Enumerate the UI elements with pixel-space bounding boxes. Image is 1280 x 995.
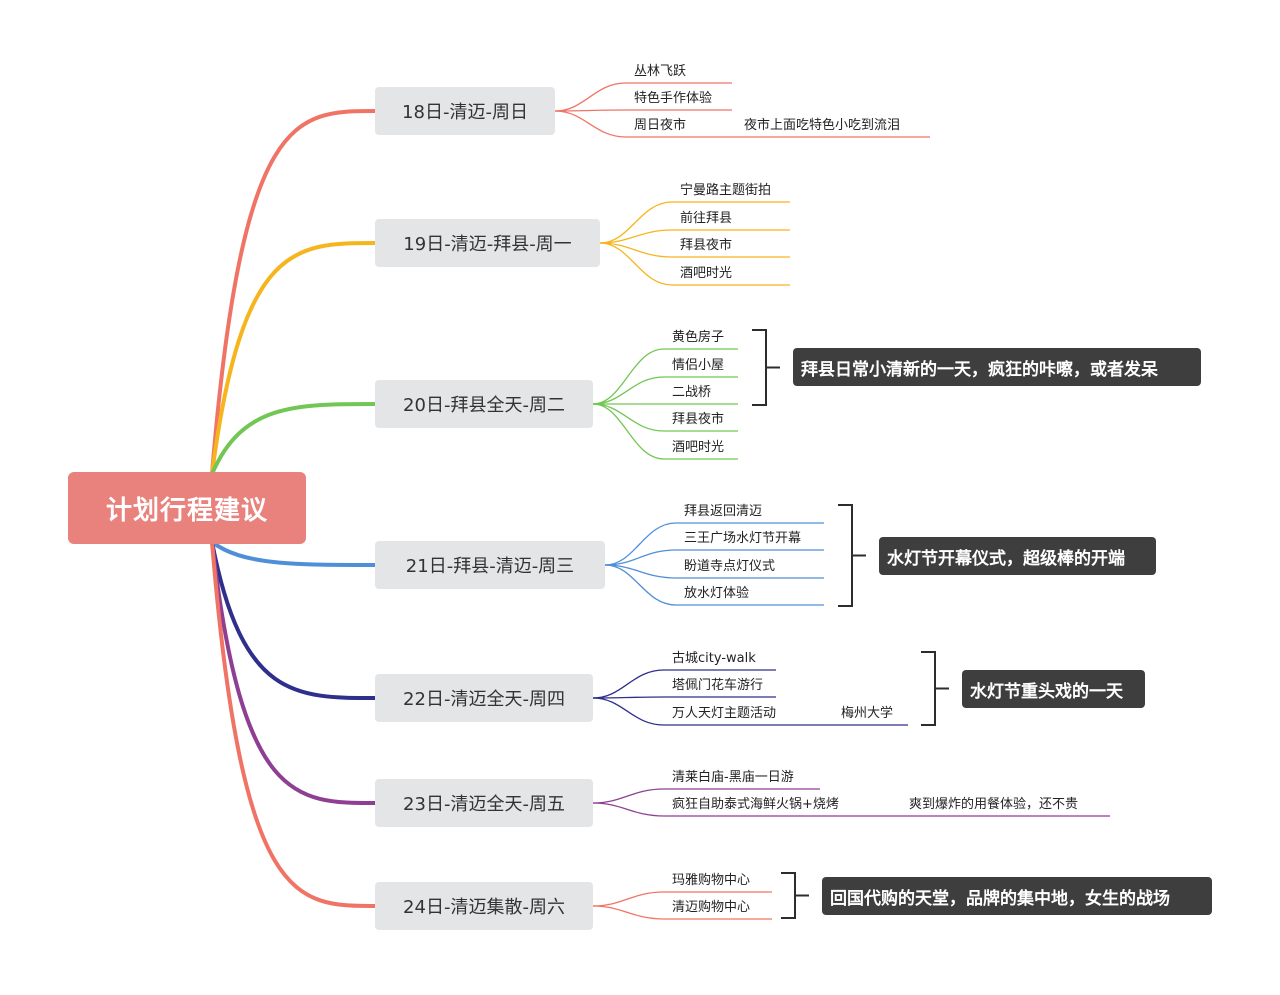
summary-label[interactable]: 回国代购的天堂，品牌的集中地，女生的战场	[822, 877, 1212, 915]
day-topic[interactable]: 22日-清迈全天-周四	[375, 674, 593, 722]
summary-bracket	[921, 651, 949, 726]
leaf-connector-line	[592, 905, 772, 920]
main-branch-line	[210, 109, 377, 476]
leaf-connector-line	[592, 802, 1110, 817]
leaf-topic[interactable]: 放水灯体验	[684, 586, 750, 601]
leaf-connector-line	[592, 696, 776, 699]
main-branch-line	[210, 241, 377, 476]
leaf-topic[interactable]: 清莱白庙-黑庙一日游	[672, 770, 794, 785]
summary-label[interactable]: 水灯节开幕仪式，超级棒的开端	[879, 537, 1156, 575]
leaf-connector-line	[554, 82, 732, 112]
leaf-topic[interactable]: 清迈购物中心	[672, 900, 751, 915]
leaf-topic[interactable]: 塔佩门花车游行	[672, 678, 764, 693]
leaf-topic[interactable]: 疯狂自助泰式海鲜火锅+烧烤	[672, 797, 839, 812]
leaf-connector-line	[592, 348, 738, 405]
leaf-connector-line	[599, 229, 790, 244]
leaf-connector-line	[604, 522, 824, 566]
leaf-topic[interactable]: 盼道寺点灯仪式	[684, 559, 776, 574]
leaf-topic[interactable]: 拜县返回清迈	[684, 504, 763, 519]
leaf-topic[interactable]: 拜县夜市	[680, 238, 733, 253]
leaf-connector-line	[592, 891, 772, 907]
leaf-connector-line	[554, 110, 930, 138]
leaf-topic[interactable]: 情侣小屋	[672, 358, 725, 373]
leaf-topic[interactable]: 酒吧时光	[672, 440, 725, 455]
leaf-connector-line	[592, 697, 908, 726]
summary-bracket	[781, 872, 809, 919]
leaf-subtopic[interactable]: 梅州大学	[841, 706, 894, 721]
leaf-topic[interactable]: 前往拜县	[680, 211, 733, 226]
leaf-connector-line	[554, 109, 732, 112]
leaf-connector-line	[604, 549, 824, 566]
leaf-topic[interactable]: 万人天灯主题活动	[672, 706, 777, 721]
leaf-topic[interactable]: 黄色房子	[672, 330, 725, 345]
main-branch-line	[210, 540, 377, 700]
leaf-topic[interactable]: 玛雅购物中心	[672, 873, 751, 888]
root-topic[interactable]: 计划行程建议	[68, 472, 306, 544]
leaf-topic[interactable]: 二战桥	[672, 385, 712, 400]
main-branch-line	[210, 402, 377, 476]
leaf-topic[interactable]: 酒吧时光	[680, 266, 733, 281]
leaf-subtopic[interactable]: 夜市上面吃特色小吃到流泪	[744, 118, 901, 133]
leaf-topic[interactable]: 拜县夜市	[672, 412, 725, 427]
day-topic[interactable]: 19日-清迈-拜县-周一	[375, 219, 600, 267]
leaf-connector-line	[599, 242, 790, 258]
leaf-connector-line	[592, 403, 738, 460]
day-topic[interactable]: 21日-拜县-清迈-周三	[375, 541, 605, 589]
summary-bracket	[838, 504, 866, 607]
leaf-topic[interactable]: 特色手作体验	[634, 91, 713, 106]
main-branch-line	[210, 540, 377, 567]
summary-bracket	[752, 329, 780, 406]
main-branch-line	[210, 540, 377, 908]
leaf-subtopic[interactable]: 爽到爆炸的用餐体验，还不贵	[909, 797, 1079, 812]
leaf-connector-line	[592, 403, 738, 432]
leaf-topic[interactable]: 三王广场水灯节开幕	[684, 531, 802, 546]
main-branch-line	[210, 540, 377, 805]
leaf-connector-line	[592, 788, 820, 804]
leaf-topic[interactable]: 周日夜市	[634, 118, 687, 133]
leaf-topic[interactable]: 丛林飞跃	[634, 64, 687, 79]
summary-label[interactable]: 拜县日常小清新的一天，疯狂的咔嚓，或者发呆	[793, 348, 1201, 386]
leaf-connector-line	[599, 201, 790, 244]
day-topic[interactable]: 23日-清迈全天-周五	[375, 779, 593, 827]
leaf-connector-line	[592, 669, 776, 699]
summary-label[interactable]: 水灯节重头戏的一天	[962, 670, 1145, 708]
leaf-connector-line	[599, 242, 790, 286]
leaf-connector-line	[604, 564, 824, 579]
day-topic[interactable]: 20日-拜县全天-周二	[375, 380, 593, 428]
day-topic[interactable]: 18日-清迈-周日	[375, 87, 555, 135]
leaf-connector-line	[592, 376, 738, 405]
leaf-topic[interactable]: 宁曼路主题街拍	[680, 183, 772, 198]
day-topic[interactable]: 24日-清迈集散-周六	[375, 882, 593, 930]
leaf-topic[interactable]: 古城city-walk	[672, 651, 756, 666]
leaf-connector-line	[604, 564, 824, 606]
